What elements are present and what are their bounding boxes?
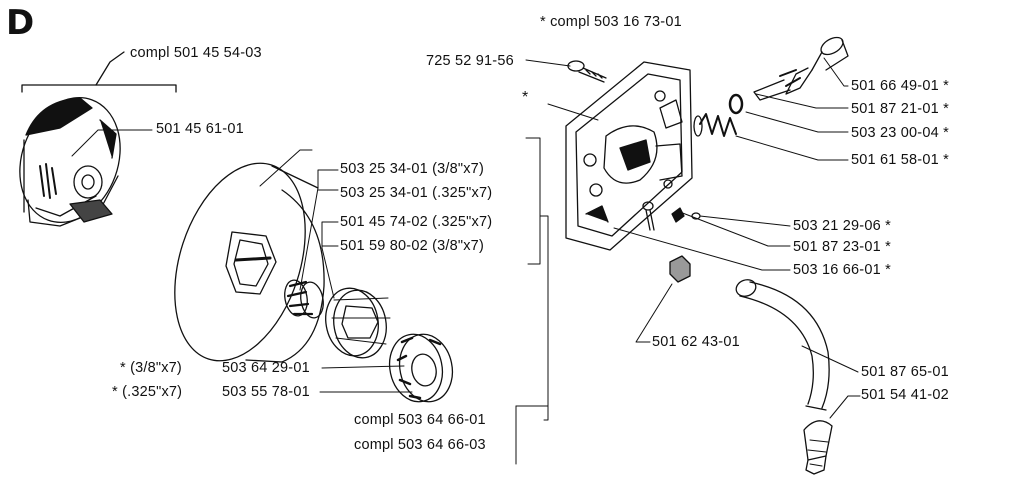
label-503-23-00-04: 503 23 00-04 * xyxy=(851,125,949,141)
label-501-62-43-01: 501 62 43-01 xyxy=(652,334,740,350)
label-503-21-29-06: 503 21 29-06 * xyxy=(793,218,891,234)
small-screws-drawing xyxy=(642,201,701,231)
label-asterisk-pump-body: * xyxy=(522,89,529,106)
spur-sprocket-drawing xyxy=(388,333,454,403)
label-compl-503-64-66-03: compl 503 64 66-03 xyxy=(354,437,486,453)
label-501-66-49-01: 501 66 49-01 * xyxy=(851,78,949,94)
section-letter: D xyxy=(6,3,35,43)
label-501-61-58-01: 501 61 58-01 * xyxy=(851,152,949,168)
label-option-325: * (.325"x7) xyxy=(112,384,183,400)
label-503-64-29-01: 503 64 29-01 xyxy=(222,360,310,376)
label-501-54-41-02: 501 54 41-02 xyxy=(861,387,949,403)
label-503-16-66-01: 503 16 66-01 * xyxy=(793,262,891,278)
label-501-45-61-01: 501 45 61-01 xyxy=(156,121,244,137)
label-compl-503-64-66-01: compl 503 64 66-01 xyxy=(354,412,486,428)
spring-drawing xyxy=(693,113,737,137)
clutch-drum-drawing xyxy=(174,162,325,363)
label-725-52-91-56: 725 52 91-56 xyxy=(426,53,514,69)
label-503-55-78-01: 503 55 78-01 xyxy=(222,384,310,400)
pump-shaft-drawing xyxy=(753,36,849,101)
label-501-87-21-01: 501 87 21-01 * xyxy=(851,101,949,117)
label-503-25-34-01-325: 503 25 34-01 (.325"x7) xyxy=(340,185,493,201)
brackets xyxy=(515,137,549,465)
label-501-87-23-01: 501 87 23-01 * xyxy=(793,239,891,255)
screw-725-drawing xyxy=(567,60,607,83)
clutch-assembly-drawing xyxy=(19,51,177,227)
rim-sprocket-drawing xyxy=(325,287,391,359)
oil-hose-drawing xyxy=(735,279,830,411)
leader-lines xyxy=(71,57,861,419)
label-501-87-65-01: 501 87 65-01 xyxy=(861,364,949,380)
cap-nut-drawing xyxy=(669,255,691,283)
label-501-45-74-02: 501 45 74-02 (.325"x7) xyxy=(340,214,493,230)
oil-pump-body-drawing xyxy=(565,61,693,251)
needle-bearing-drawing xyxy=(284,279,324,319)
strainer-drawing xyxy=(803,420,833,475)
label-501-59-80-02: 501 59 80-02 (3/8"x7) xyxy=(340,238,484,254)
label-compl-501-45-54-03: compl 501 45 54-03 xyxy=(130,45,262,61)
label-compl-503-16-73-01: * compl 503 16 73-01 xyxy=(540,14,682,30)
washer-drawing xyxy=(728,93,744,115)
label-503-25-34-01-38: 503 25 34-01 (3/8"x7) xyxy=(340,161,484,177)
label-option-3-8: * (3/8"x7) xyxy=(120,360,182,376)
